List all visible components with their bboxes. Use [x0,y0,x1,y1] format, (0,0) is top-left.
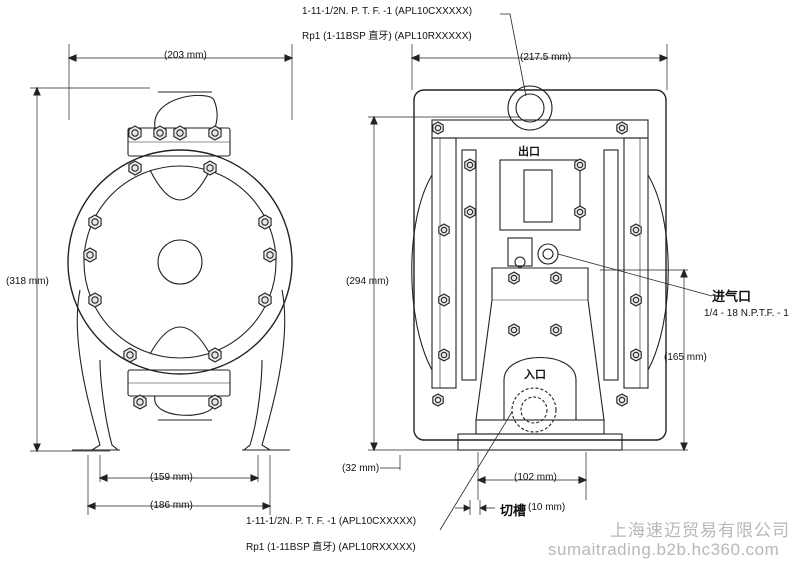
side-bolt-4 [128,160,142,176]
front-nut-11 [630,348,642,362]
front-nut-12 [432,393,444,407]
front-nut-6 [438,223,450,237]
side-bolt-9-center [261,296,269,304]
side-bolt-3-center [211,129,219,137]
front-nut-14 [508,271,520,285]
front-nut-5-center [576,208,584,216]
side-bolt-11 [208,347,222,363]
dim-left-width: (203 mm) [164,50,207,61]
side-bolt-2 [173,125,187,141]
dim-right-inlet-height: (165 mm) [664,352,707,363]
side-bolt-14-center [86,251,94,259]
side-bolt-0-center [131,129,139,137]
dim-right-base-offset: (32 mm) [342,463,380,474]
front-nut-11-center [632,351,640,359]
side-bolt-0 [128,125,142,141]
dim-right-width: (217.5 mm) [520,52,572,63]
side-bolt-7-center [261,218,269,226]
front-nut-8 [438,293,450,307]
side-bolt-6 [88,214,102,230]
front-nut-9-center [632,296,640,304]
front-nut-8-center [440,296,448,304]
side-bolt-15-center [266,251,274,259]
side-bolt-12-center [136,398,144,406]
slot-size: (10 mm) [528,502,566,513]
front-nut-2 [464,158,476,172]
air-inlet-thread: 1/4 - 18 N.P.T.F. - 1 [704,308,789,319]
side-bolt-3 [208,125,222,141]
front-nut-1 [616,121,628,135]
front-nut-4 [464,205,476,219]
side-bolt-13-center [211,398,219,406]
side-bolt-7 [258,214,272,230]
side-bolt-15 [263,247,277,263]
dim-left-base-inner: (159 mm) [150,472,193,483]
side-bolt-10-center [126,351,134,359]
front-nut-1-center [618,124,626,132]
front-nut-9 [630,293,642,307]
front-nut-5 [574,205,586,219]
side-bolt-14 [83,247,97,263]
front-nut-7 [630,223,642,237]
side-bolt-10 [123,347,137,363]
front-nut-14-center [510,274,518,282]
front-nut-7-center [632,226,640,234]
side-bolt-11-center [211,351,219,359]
air-inlet-label: 进气口 [712,289,752,304]
front-nut-12-center [434,396,442,404]
front-nut-4-center [466,208,474,216]
front-nut-6-center [440,226,448,234]
side-bolt-8 [88,292,102,308]
top-thread-note-line2: Rp1 (1-11BSP 直牙) (APL10RXXXXX) [302,31,472,42]
front-view [368,13,713,531]
front-nut-16-center [510,326,518,334]
side-view [30,44,294,515]
inlet-label: 入口 [524,369,546,381]
front-nut-15 [550,271,562,285]
front-nut-10-center [440,351,448,359]
side-bolt-4-center [131,164,139,172]
bottom-thread-note-line1: 1-11-1/2N. P. T. F. -1 (APL10CXXXXX) [246,516,417,527]
front-nut-13 [616,393,628,407]
watermark-site: sumaitrading.b2b.hc360.com [548,540,780,559]
bottom-thread-note-line2: Rp1 (1-11BSP 直牙) (APL10RXXXXX) [246,542,416,553]
front-nut-2-center [466,161,474,169]
dim-right-height: (294 mm) [346,276,389,287]
watermark-company: 上海速迈贸易有限公司 [610,521,790,540]
side-bolt-8-center [91,296,99,304]
front-nut-16 [508,323,520,337]
outlet-label: 出口 [518,146,540,158]
front-nut-13-center [618,396,626,404]
side-bolt-12 [133,394,147,410]
front-nut-15-center [552,274,560,282]
front-nut-17-center [552,326,560,334]
side-bolt-5-center [206,164,214,172]
front-nut-0-center [434,124,442,132]
side-bolt-2-center [176,129,184,137]
dim-left-height: (318 mm) [6,276,49,287]
side-bolt-1-center [156,129,164,137]
side-bolt-1 [153,125,167,141]
top-thread-note-line1: 1-11-1/2N. P. T. F. -1 (APL10CXXXXX) [302,6,473,17]
front-nut-3-center [576,161,584,169]
side-bolt-6-center [91,218,99,226]
front-nut-0 [432,121,444,135]
slot-label: 切槽 [500,503,527,518]
dim-right-base-width: (102 mm) [514,472,557,483]
side-bolt-5 [203,160,217,176]
front-nut-17 [550,323,562,337]
dim-left-base-outer: (186 mm) [150,500,193,511]
side-bolt-9 [258,292,272,308]
side-bolt-13 [208,394,222,410]
front-nut-3 [574,158,586,172]
front-nut-10 [438,348,450,362]
